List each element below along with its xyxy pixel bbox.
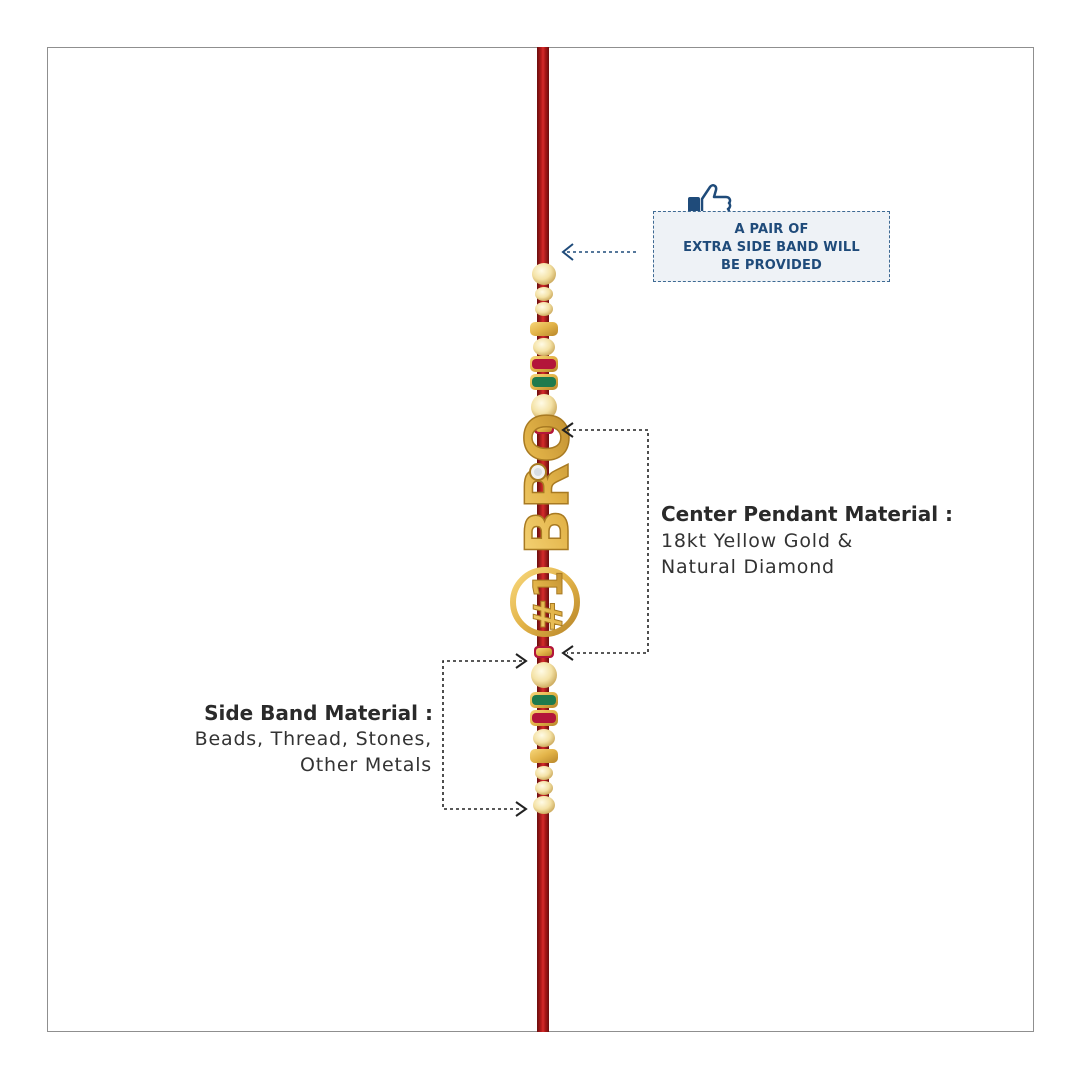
red-thread-top <box>537 47 549 272</box>
callout-line-1: A PAIR OF <box>734 222 809 237</box>
svg-text:#1: #1 <box>526 571 572 632</box>
extra-band-callout: A PAIR OF EXTRA SIDE BAND WILL BE PROVID… <box>653 211 890 282</box>
side-band-title: Side Band Material : <box>204 701 433 725</box>
callout-line-3: BE PROVIDED <box>720 258 823 273</box>
side-band-line-2: Other Metals <box>300 754 432 776</box>
svg-text:BRO: BRO <box>513 412 583 555</box>
side-band-line-1: Beads, Thread, Stones, <box>194 728 432 750</box>
center-pendant-line-1: 18kt Yellow Gold & <box>661 530 854 552</box>
center-pendant-title: Center Pendant Material : <box>661 502 954 526</box>
center-pendant-line-2: Natural Diamond <box>661 556 835 578</box>
callout-line-2: EXTRA SIDE BAND WILL <box>683 240 860 255</box>
rakhi-product-image: BRO #1 <box>510 250 584 820</box>
red-thread-bottom <box>537 805 549 1032</box>
